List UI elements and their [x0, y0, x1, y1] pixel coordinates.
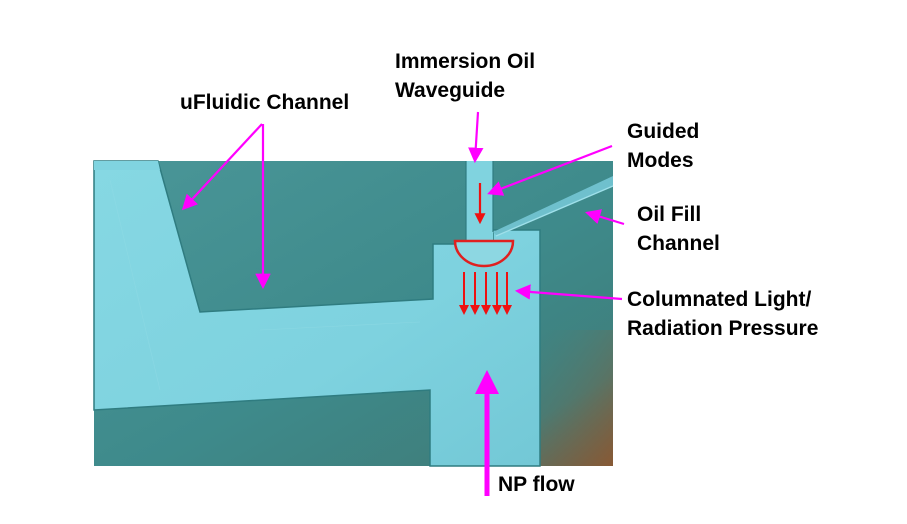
label-immersion-oil-waveguide: Immersion Oil Waveguide: [395, 47, 535, 105]
columnated-line1: Columnated Light/: [627, 288, 812, 311]
label-oil-fill-channel: Oil Fill Channel: [637, 200, 720, 258]
channel-left-edge: [94, 161, 160, 170]
label-guided-modes: Guided Modes: [627, 117, 699, 175]
label-np-flow: NP flow: [498, 470, 575, 499]
ufluidic-arrow-left: [181, 123, 263, 211]
np-flow-arrow-head: [475, 370, 499, 394]
label-columnated-light: Columnated Light/ Radiation Pressure: [627, 285, 818, 343]
oil-fill-arrow: [585, 209, 625, 226]
lens-shape: [453, 239, 515, 268]
guided-modes-line2: Modes: [627, 149, 694, 172]
columnated-light-arrows: [459, 272, 512, 315]
columnated-arrow: [514, 284, 623, 301]
waveguide-arrow: [468, 111, 484, 164]
immersion-oil-line2: Waveguide: [395, 79, 506, 102]
oil-fill-line2: Channel: [637, 232, 720, 255]
immersion-oil-line1: Immersion Oil: [395, 50, 536, 73]
oil-fill-channel: [493, 176, 613, 236]
label-ufluidic-channel: uFluidic Channel: [180, 88, 349, 117]
columnated-line2: Radiation Pressure: [627, 317, 819, 340]
oil-fill-line1: Oil Fill: [637, 203, 702, 226]
guided-modes-arrow: [487, 144, 613, 196]
channel-texture-line: [259, 321, 421, 331]
ufluidic-channel-text: uFluidic Channel: [180, 91, 350, 114]
channel-texture-line: [109, 179, 161, 391]
guided-modes-line1: Guided: [627, 120, 700, 143]
oil-fill-channel-edge: [495, 185, 614, 237]
np-flow-text: NP flow: [498, 473, 575, 496]
